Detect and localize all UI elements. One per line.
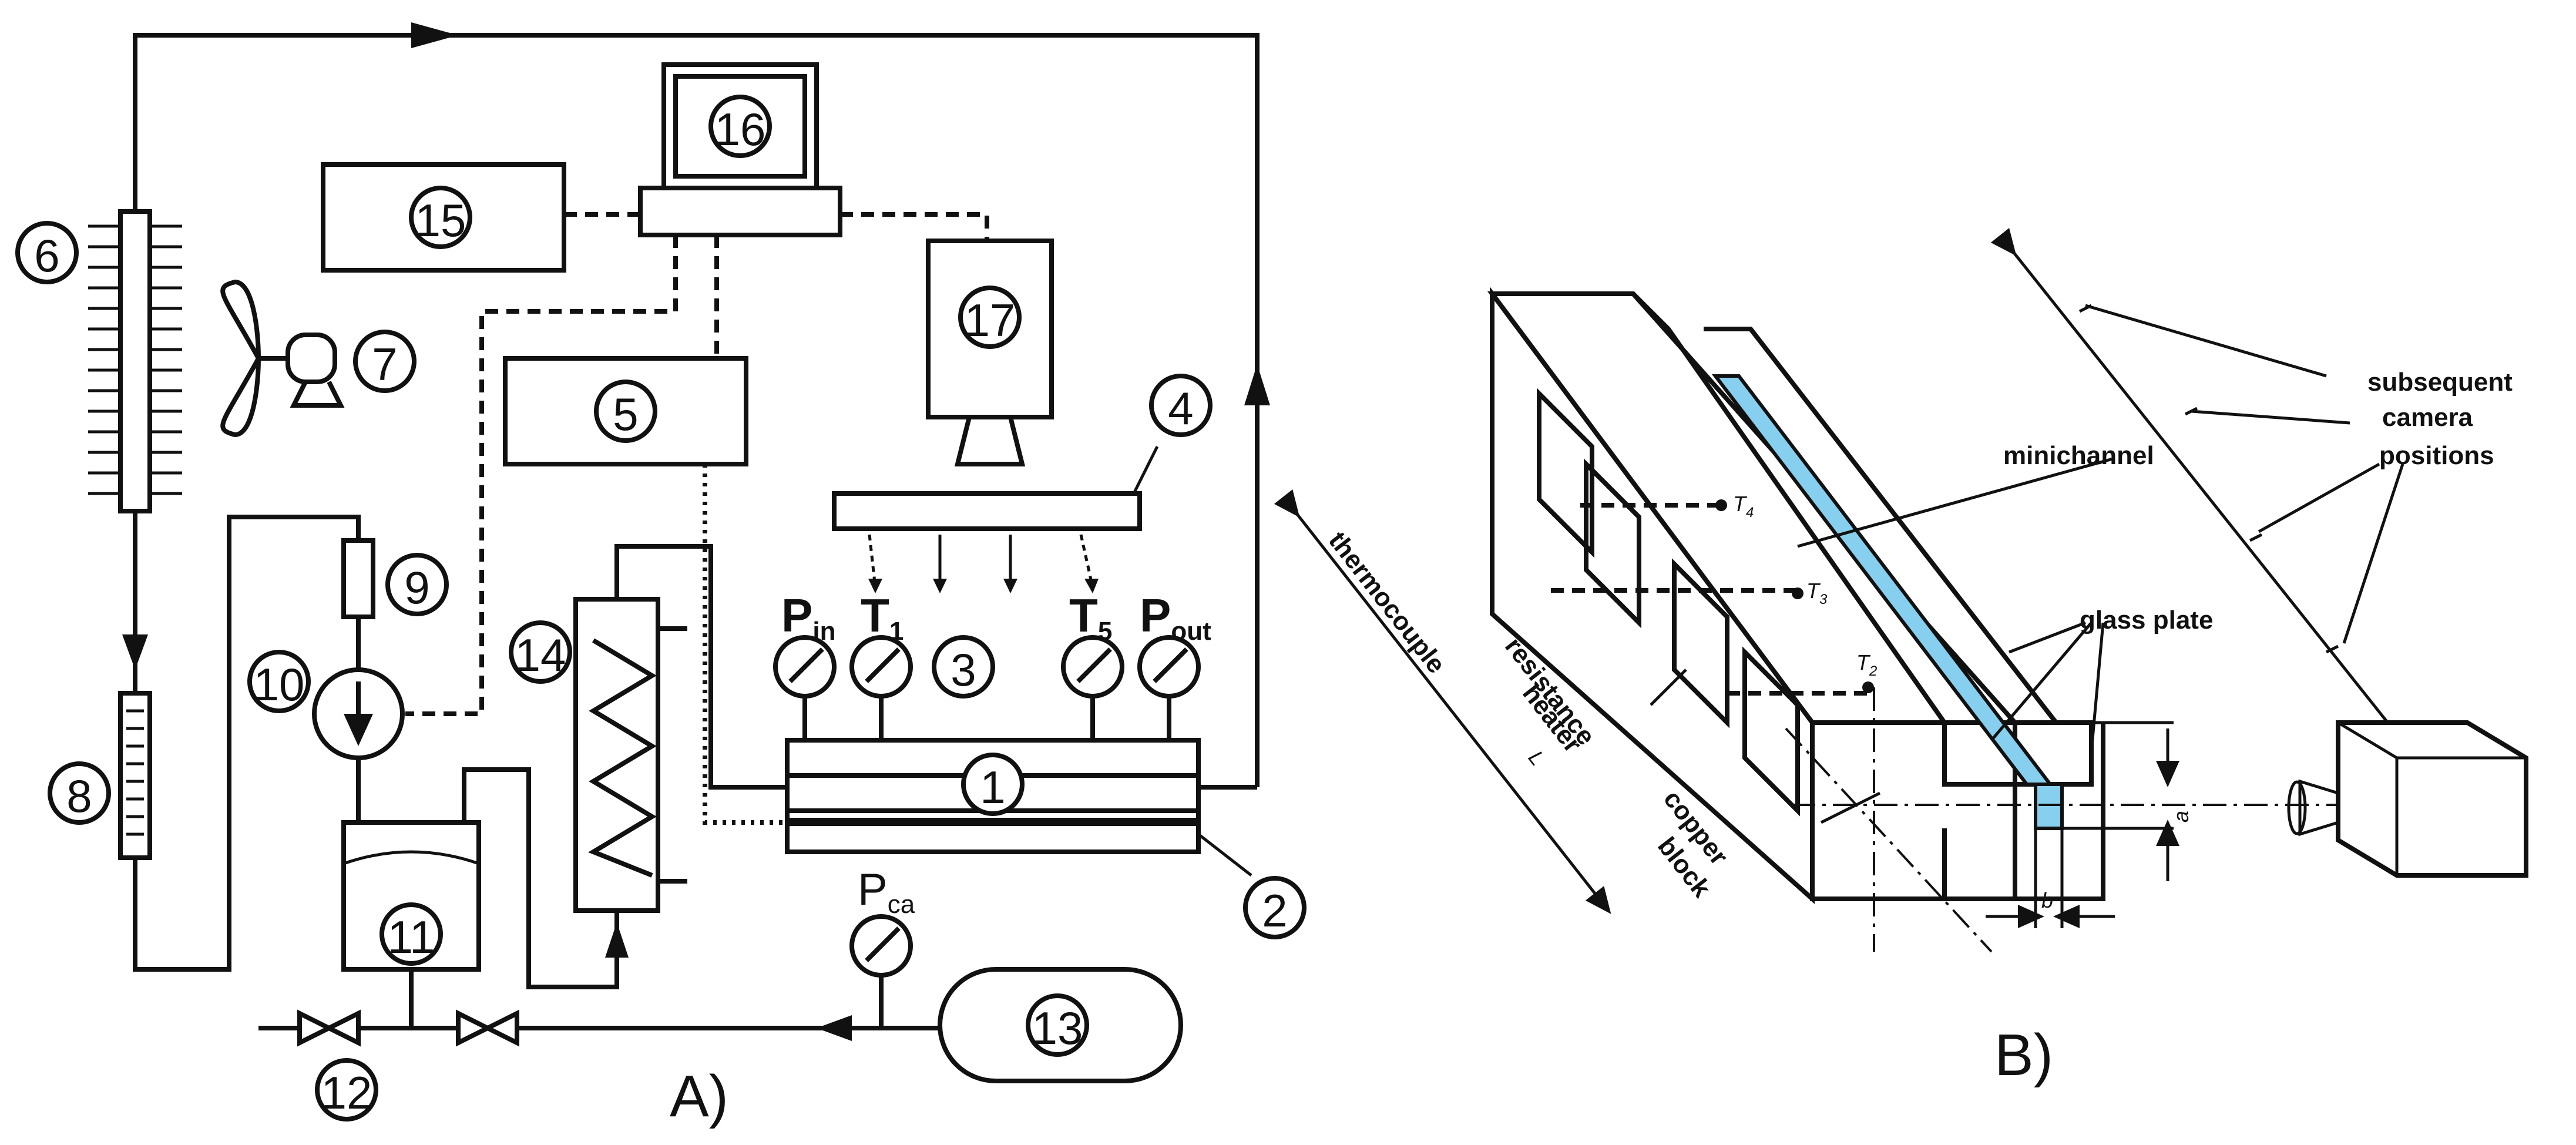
filter: [341, 538, 375, 619]
label-camera: camera: [2382, 403, 2473, 432]
camera-path: [1990, 227, 2445, 794]
svg-text:2: 2: [1262, 885, 1287, 936]
svg-text:6: 6: [34, 230, 59, 281]
svg-text:8: 8: [66, 770, 92, 822]
label-t3: T3: [1806, 579, 1828, 607]
svg-text:4: 4: [1168, 382, 1193, 434]
signal-computer-pump: [405, 235, 678, 716]
gauge-label-pout: Pout: [1140, 589, 1211, 646]
gauge-label-t5: T5: [1069, 589, 1112, 646]
leader-2: [1197, 833, 1252, 877]
camera-icon-b: [2287, 720, 2528, 878]
svg-text:14: 14: [515, 629, 566, 681]
pipe-exchanger-to-section: [614, 544, 787, 790]
leader-glass-plate-3: [2090, 622, 2105, 753]
flow-arrow-left-gas: [817, 1015, 852, 1041]
valves: [297, 1009, 519, 1047]
gauge-pin: [773, 635, 837, 740]
svg-text:16: 16: [715, 103, 766, 155]
svg-text:13: 13: [1032, 1002, 1083, 1054]
pipe-top-loop: [133, 33, 1260, 787]
label-9: 9: [385, 553, 449, 616]
gauge-label-t1: T1: [861, 589, 904, 646]
signal-computer-camera: [840, 212, 989, 241]
svg-text:17: 17: [965, 294, 1016, 346]
leader-glass-plate-1: [2009, 621, 2086, 654]
svg-text:7: 7: [372, 338, 397, 390]
label-glass-plate: glass plate: [2080, 606, 2213, 634]
label-length: L: [1524, 746, 1550, 770]
svg-text:9: 9: [404, 562, 429, 613]
camera-position-ticks: [2078, 304, 2339, 654]
label-16: 16: [708, 95, 772, 158]
camera-icon: [926, 239, 1054, 466]
flow-arrow-top: [411, 22, 458, 48]
copper-block-drawing: [1487, 286, 2105, 904]
svg-text:12: 12: [321, 1067, 372, 1119]
label-1: 1: [961, 753, 1025, 816]
label-3: 3: [932, 635, 995, 699]
svg-text:1: 1: [980, 761, 1005, 813]
flow-arrow-down: [122, 634, 148, 670]
label-5: 5: [594, 380, 657, 443]
flow-arrow-up-exchanger: [605, 922, 629, 958]
label-6: 6: [15, 221, 79, 284]
label-8: 8: [48, 761, 111, 825]
label-t4: T4: [1733, 492, 1754, 521]
panel-a: 1 2 3 4 5 6 7 8 9 10 11 12 13 14 15 16 1…: [15, 22, 1307, 1129]
label-10: 10: [247, 650, 311, 713]
fan-icon: [220, 279, 345, 438]
condenser: [88, 209, 182, 513]
label-11: 11: [379, 902, 443, 966]
leader-glass-plate-2: [1990, 622, 2093, 741]
gauge-pout: [1137, 635, 1201, 740]
centerline-diagonal: [1785, 727, 1993, 953]
svg-text:11: 11: [388, 911, 435, 963]
label-4: 4: [1149, 374, 1213, 437]
dimension-a: [2062, 721, 2179, 881]
gauge-t5: [1061, 635, 1124, 740]
label-17: 17: [958, 286, 1022, 349]
label-dim-a: a: [2169, 811, 2193, 822]
dimension-l: [1274, 489, 1611, 914]
flow-arrow-right: [1244, 364, 1270, 405]
label-dim-b: b: [2041, 888, 2053, 912]
svg-text:3: 3: [951, 644, 976, 696]
panel-b: minichannel glass plate subsequent camer…: [1274, 227, 2528, 1088]
label-7: 7: [353, 330, 417, 393]
label-t2: T2: [1856, 650, 1877, 679]
leader-minichannel: [1797, 456, 2115, 548]
pump: [312, 667, 405, 760]
leader-4: [1132, 445, 1159, 495]
flowmeter: [118, 691, 152, 860]
pipe-tank-to-exchanger: [462, 767, 619, 989]
label-minichannel: minichannel: [2003, 441, 2154, 470]
gauge-label-pca: Pca: [858, 865, 915, 919]
label-12: 12: [315, 1058, 378, 1122]
svg-text:10: 10: [254, 659, 305, 710]
pipe-flowmeter-to-filter: [133, 515, 361, 972]
svg-text:15: 15: [415, 194, 466, 246]
label-2: 2: [1243, 876, 1307, 939]
label-14: 14: [509, 620, 572, 684]
label-thermocouple: thermocouple: [1323, 526, 1451, 679]
camera-position-leaders: [2085, 304, 2404, 644]
label-13: 13: [1026, 993, 1089, 1057]
light-source: [832, 491, 1142, 593]
label-positions: positions: [2379, 441, 2494, 470]
gauge-t1: [849, 635, 913, 740]
gauge-pca: [849, 914, 913, 978]
label-subsequent: subsequent: [2367, 368, 2513, 397]
label-15: 15: [409, 186, 472, 249]
gauge-label-pin: Pin: [781, 589, 835, 646]
panel-a-label: A): [670, 1063, 728, 1129]
leader-heater: [1650, 669, 1687, 706]
dimension-b: [1986, 828, 2115, 928]
leader-copper: [1820, 791, 1881, 824]
signal-5-section: [703, 464, 787, 825]
panel-b-label: B): [1994, 1022, 2053, 1088]
heat-exchanger: [573, 597, 687, 913]
svg-text:5: 5: [613, 388, 638, 440]
